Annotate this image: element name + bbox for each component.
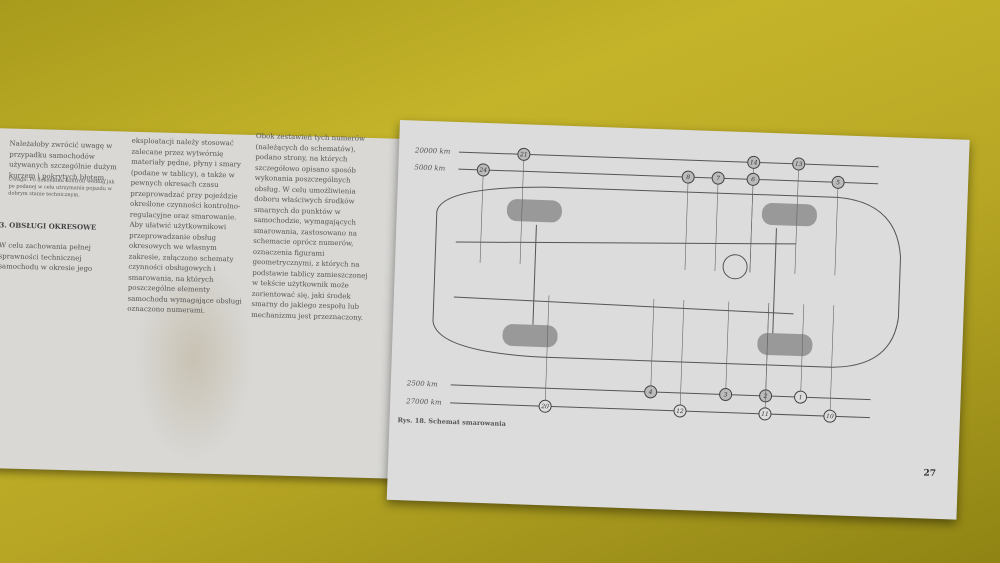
lubrication-point-number: 20	[540, 403, 549, 410]
lubrication-point-marker	[517, 147, 531, 161]
frame-rail	[455, 241, 796, 245]
wheel	[506, 199, 562, 223]
wheel	[502, 324, 558, 348]
lubrication-point-number: 12	[676, 408, 684, 415]
right-column-text: Obok zestawień tych numerów (należących …	[251, 131, 368, 322]
lubrication-point-number: 6	[751, 176, 755, 183]
interval-line-4	[450, 402, 870, 419]
lubrication-point-number: 8	[686, 174, 690, 181]
lubrication-point-number: 5	[836, 179, 840, 186]
lubrication-point-marker	[711, 171, 725, 185]
interval-label: 5000 km	[414, 164, 446, 173]
leader-line	[764, 302, 770, 408]
lubrication-point-number: 1	[799, 394, 803, 401]
lubrication-point-marker	[747, 155, 761, 169]
leader-line	[714, 184, 719, 272]
leader-line	[749, 185, 754, 273]
lubrication-point-number: 14	[750, 159, 758, 166]
leader-line	[479, 175, 484, 263]
wheels	[502, 199, 817, 357]
lubrication-point-number: 7	[716, 175, 720, 182]
car-outline	[432, 186, 902, 368]
lubrication-point-number: 21	[519, 151, 528, 158]
frame-rail	[453, 296, 794, 315]
interval-label: 2500 km	[406, 379, 439, 388]
interval-line-2	[458, 168, 879, 185]
section-text: W celu zachowania pełnej sprawności tech…	[0, 241, 93, 273]
leader-line	[679, 300, 685, 405]
lubrication-point-number: 2	[763, 393, 768, 400]
leader-line	[794, 169, 799, 274]
lubrication-point-marker	[794, 390, 808, 404]
rear-axle	[772, 228, 777, 339]
wheel	[761, 203, 817, 227]
lubrication-point-number: 10	[826, 413, 834, 420]
leader-line	[545, 295, 550, 401]
leader-line	[829, 305, 835, 411]
lubrication-point-marker	[758, 407, 772, 421]
lubrication-point-marker	[681, 170, 695, 184]
leader-line	[725, 301, 730, 389]
leader-line	[834, 188, 839, 276]
leader-line	[800, 304, 805, 392]
lubrication-point-marker	[476, 163, 490, 177]
lubrication-point-marker	[644, 385, 658, 399]
left-page: Należałoby zwrócić uwagę w przypadku sam…	[0, 128, 410, 479]
front-axle	[532, 224, 537, 325]
lubrication-point-marker	[538, 399, 552, 413]
leader-line	[650, 298, 655, 386]
lubrication-point-number: 24	[478, 167, 487, 174]
note-text: Uwaga: Po dokonaniu kontroli według jak …	[8, 176, 115, 199]
lubrication-point-number: 13	[795, 161, 803, 168]
interval-label: 20000 km	[414, 147, 451, 156]
lubrication-point-marker	[746, 172, 760, 186]
lubrication-point-marker	[719, 388, 733, 402]
lubrication-point-number: 11	[761, 411, 769, 418]
middle-column-text: eksploatacji należy stosować zalecane pr…	[127, 136, 242, 315]
interval-line-3	[450, 384, 871, 401]
lubrication-point-marker	[831, 175, 845, 189]
section-heading: 3. OBSŁUGI OKRESOWE	[0, 220, 97, 232]
leader-line	[684, 183, 689, 271]
gearbox	[722, 254, 748, 280]
leader-line	[519, 160, 524, 265]
lubrication-point-marker	[792, 157, 806, 171]
wheel	[757, 332, 813, 357]
lubrication-point-marker	[823, 409, 837, 423]
lubrication-point-marker	[673, 404, 687, 418]
lubrication-point-number: 4	[648, 389, 653, 396]
interval-label: 27000 km	[405, 397, 442, 406]
lubrication-point-number: 3	[724, 391, 728, 398]
page-number: 27	[923, 468, 937, 479]
